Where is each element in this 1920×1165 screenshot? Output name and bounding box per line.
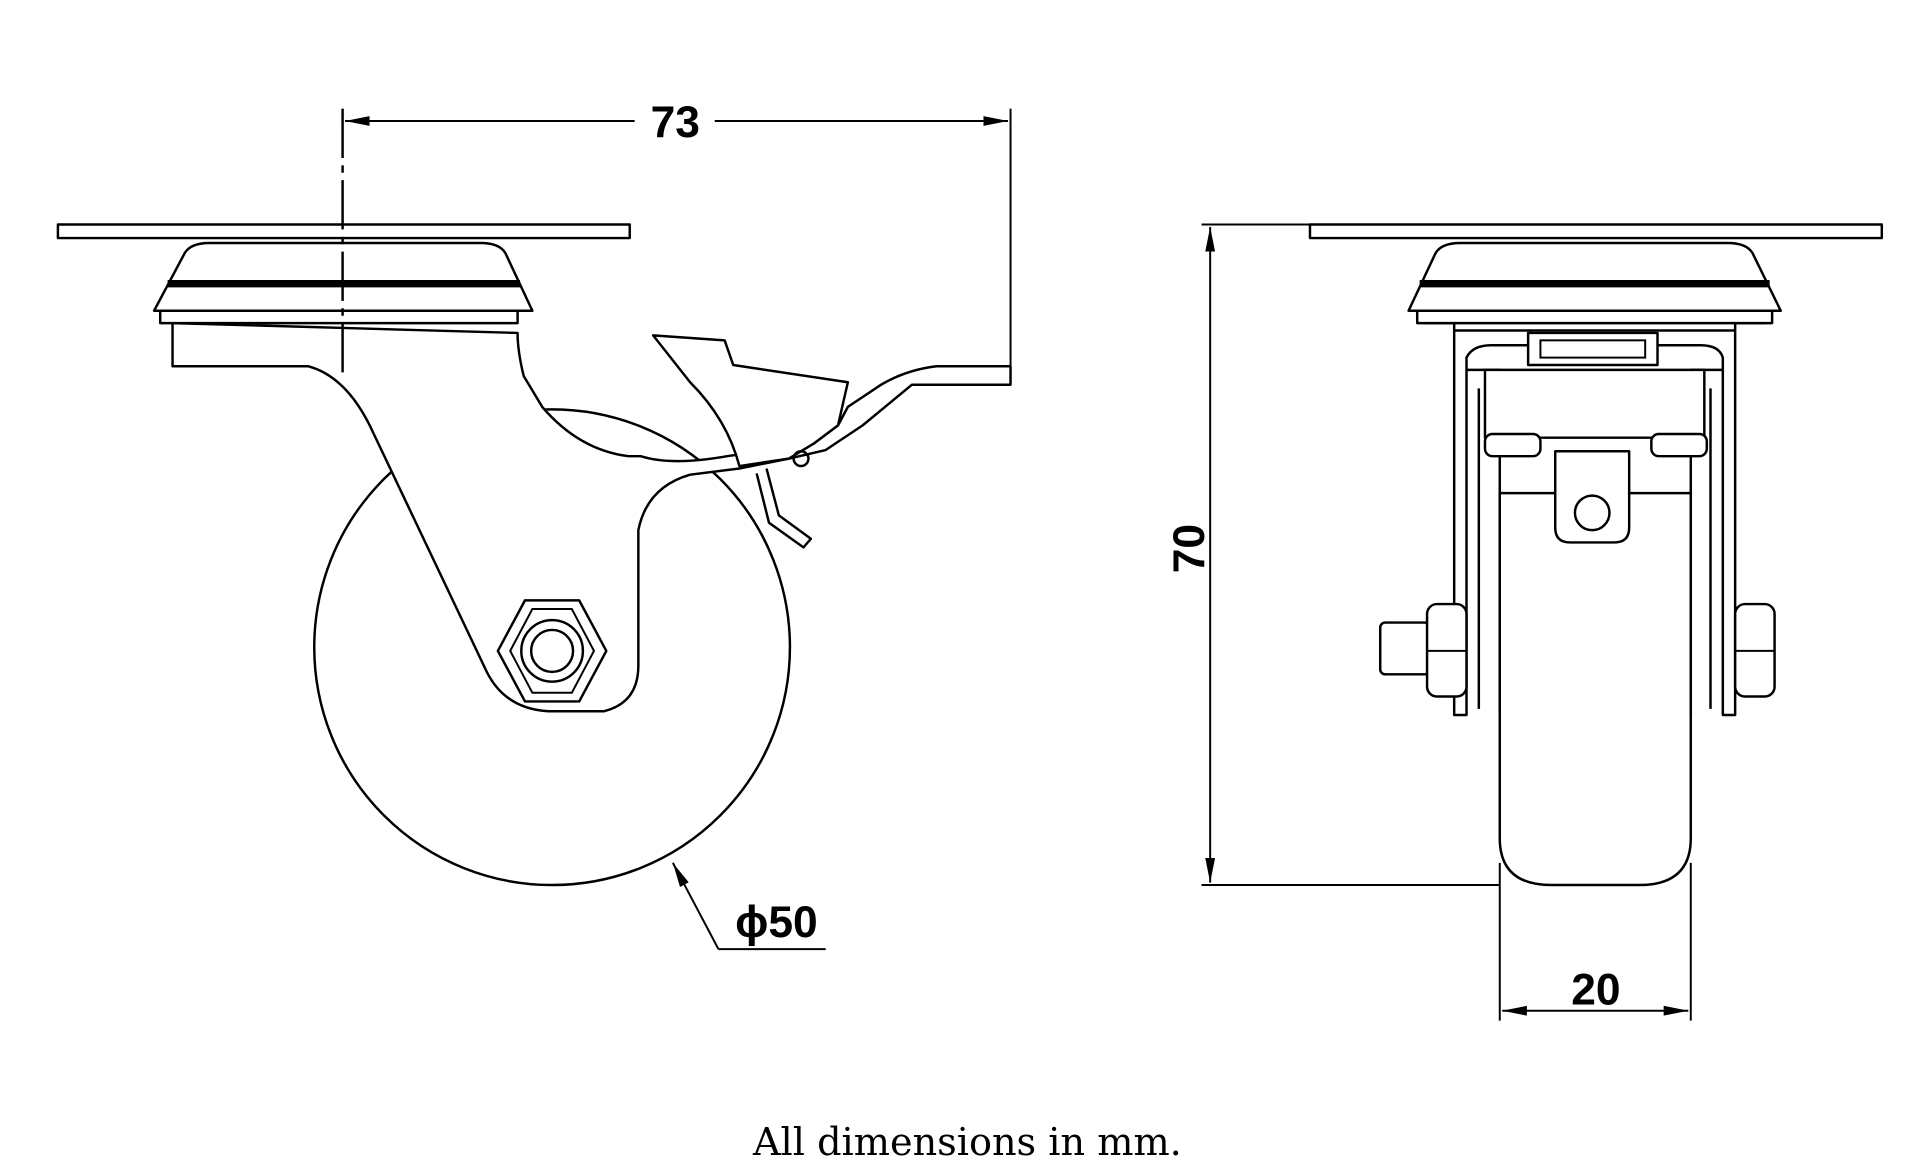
caption: All dimensions in mm.: [752, 1121, 1182, 1165]
dimension-20: 20: [1571, 966, 1620, 1015]
axle-nut-side: [496, 599, 608, 703]
axle-nut-left: [1378, 602, 1468, 698]
side-view: 73 ϕ50: [56, 98, 1012, 951]
front-view: 70 20: [1164, 223, 1884, 1021]
brake-lever: [651, 334, 850, 468]
swivel-head-front: [1407, 241, 1782, 312]
dimension-diameter-50: ϕ50: [735, 898, 818, 947]
wheel-front: [1498, 491, 1693, 887]
axle-nut-right: [1733, 602, 1776, 698]
top-plate-front: [1308, 223, 1884, 240]
dimension-73: 73: [651, 98, 700, 147]
dimension-70: 70: [1165, 524, 1214, 573]
fork-side: [171, 321, 1012, 713]
